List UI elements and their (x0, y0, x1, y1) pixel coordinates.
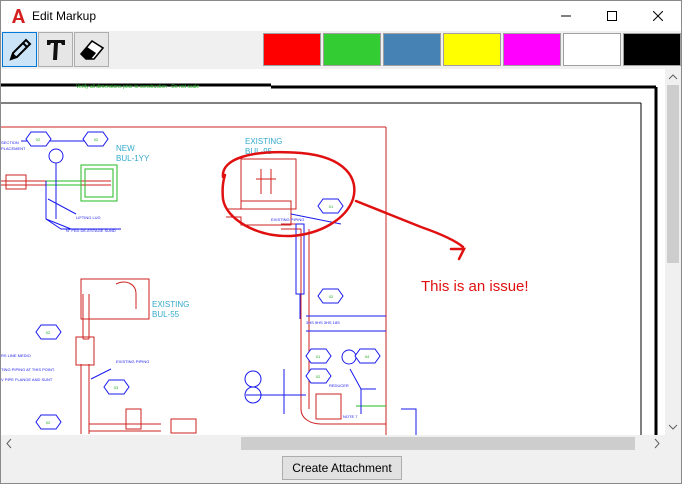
maximize-icon (607, 11, 617, 21)
color-swatch-magenta[interactable] (503, 33, 561, 66)
existing-bul55-id: BUL-55 (152, 310, 180, 319)
eraser-icon (79, 39, 104, 60)
svg-text:PLACEMENT: PLACEMENT (1, 146, 26, 151)
svg-text:02: 02 (316, 374, 321, 379)
horizontal-scroll-thumb[interactable] (241, 437, 635, 450)
color-swatch-black[interactable] (623, 33, 681, 66)
svg-text:3HS 9HS 3HS 18S: 3HS 9HS 3HS 18S (306, 320, 340, 325)
minimize-icon (561, 15, 571, 17)
markup-ellipse (221, 150, 467, 261)
maximize-button[interactable] (589, 1, 635, 31)
existing-bul95-id: BUL-95 (245, 147, 273, 156)
svg-text:LIFTING LUG: LIFTING LUG (76, 215, 101, 220)
drawing-canvas[interactable]: Verify all dimensions prior to construct… (1, 69, 665, 435)
vertical-scrollbar[interactable] (665, 69, 681, 435)
autocad-a-icon (12, 9, 25, 23)
new-bul-label: NEW (116, 144, 135, 153)
title-bar: Edit Markup (1, 1, 681, 31)
svg-text:RS LINE MEDIO: RS LINE MEDIO (1, 353, 31, 358)
color-swatch-blue[interactable] (383, 33, 441, 66)
pen-tool-button[interactable] (2, 32, 37, 67)
svg-text:02: 02 (329, 294, 334, 299)
markup-text: This is an issue! (421, 278, 529, 295)
svg-text:01: 01 (316, 354, 321, 359)
svg-text:03: 03 (114, 385, 119, 390)
scroll-up-icon[interactable] (665, 69, 681, 85)
svg-text:EXISTING PIPING: EXISTING PIPING (116, 359, 149, 364)
hex-callouts (25, 131, 381, 430)
create-attachment-button[interactable]: Create Attachment (282, 456, 402, 480)
markup-toolbar (1, 31, 681, 69)
footer-bar: Create Attachment (1, 452, 681, 483)
existing-bul55-label: EXISTING (152, 300, 189, 309)
svg-text:02: 02 (36, 137, 41, 142)
scroll-left-icon[interactable] (1, 435, 17, 452)
top-note: Verify all dimensions prior to construct… (76, 84, 199, 90)
text-tool-button[interactable] (38, 32, 73, 67)
color-swatch-white[interactable] (563, 33, 621, 66)
color-swatch-yellow[interactable] (443, 33, 501, 66)
scroll-down-icon[interactable] (665, 419, 681, 435)
svg-text:01: 01 (329, 204, 334, 209)
text-t-icon (46, 39, 65, 60)
color-swatch-green[interactable] (323, 33, 381, 66)
eraser-tool-button[interactable] (74, 32, 109, 67)
svg-text:NOTE 7: NOTE 7 (343, 414, 358, 419)
svg-text:N" FED DE-ESTAGE SUND: N" FED DE-ESTAGE SUND (66, 228, 116, 233)
svg-text:V PIPE FLANGE AND SUNT: V PIPE FLANGE AND SUNT (1, 377, 53, 382)
svg-text:TING PIPING AT THIS POINT.: TING PIPING AT THIS POINT. (1, 367, 55, 372)
svg-text:02: 02 (46, 330, 51, 335)
svg-text:REDUCER: REDUCER (329, 383, 349, 388)
svg-text:EXISTING PIPING: EXISTING PIPING (271, 217, 304, 222)
svg-text:02: 02 (46, 420, 51, 425)
existing-bul95-label: EXISTING (245, 137, 282, 146)
minimize-button[interactable] (543, 1, 589, 31)
close-icon (653, 11, 663, 21)
color-swatch-red[interactable] (263, 33, 321, 66)
scroll-right-icon[interactable] (649, 435, 665, 452)
svg-text:SECTION: SECTION (1, 140, 19, 145)
window-title: Edit Markup (32, 9, 97, 23)
new-bul-id: BUL-1YY (116, 154, 150, 163)
scrollbar-corner (665, 435, 681, 452)
cad-drawing: Verify all dimensions prior to construct… (1, 83, 658, 435)
horizontal-scrollbar[interactable] (1, 435, 665, 452)
vertical-scroll-thumb[interactable] (667, 85, 679, 263)
svg-text:02: 02 (94, 137, 99, 142)
pencil-icon (8, 38, 31, 61)
close-button[interactable] (635, 1, 681, 31)
svg-text:04: 04 (365, 354, 370, 359)
